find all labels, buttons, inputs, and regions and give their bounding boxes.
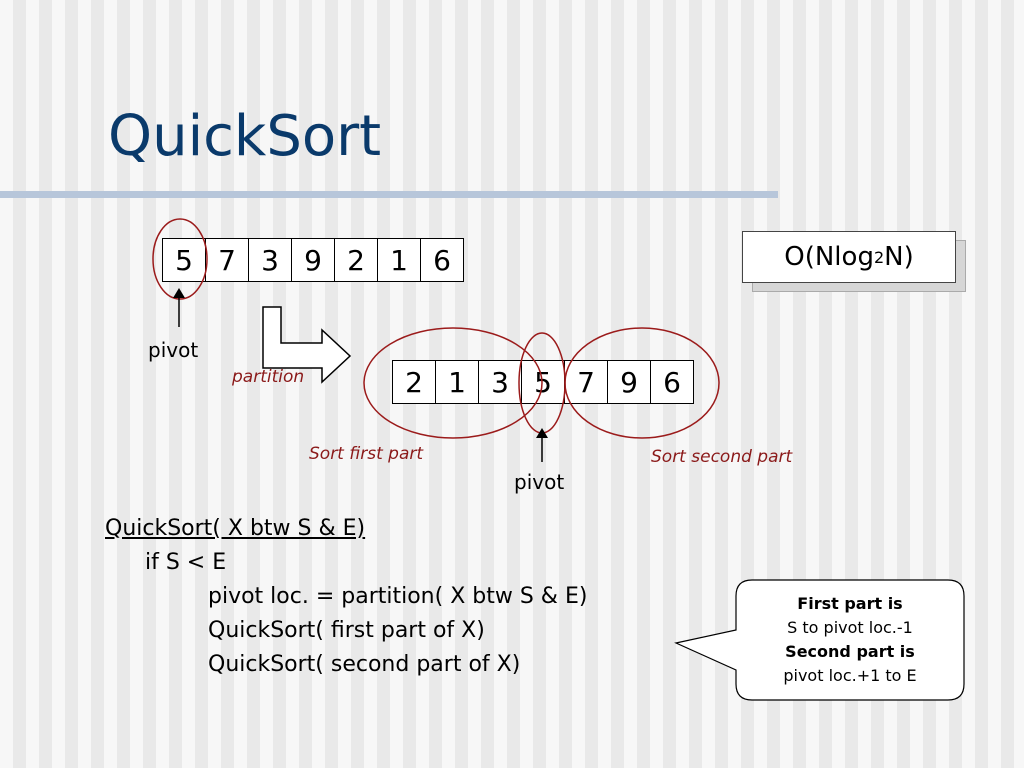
pivot-label-1: pivot [148,338,199,362]
code-line-partition: pivot loc. = partition( X btw S & E) [208,584,588,609]
array-cell: 2 [335,239,378,281]
sort-first-part-label: Sort first part [309,444,424,464]
array-cell: 7 [565,361,608,403]
callout-bubble [674,579,965,701]
slide-title: QuickSort [108,104,382,169]
callout-line-3: Second part is [785,642,915,661]
pivot-arrowhead-2 [536,428,548,438]
partition-label: partition [232,367,305,387]
code-line-recurse-second: QuickSort( second part of X) [208,652,521,677]
array-cell: 2 [393,361,436,403]
callout-line-2: S to pivot loc.-1 [787,618,913,637]
array-cell: 5 [163,239,206,281]
sort-second-part-label: Sort second part [651,447,793,467]
title-divider [0,191,778,198]
array-cell: 1 [378,239,421,281]
code-line-recurse-first: QuickSort( first part of X) [208,618,485,643]
array-cell: 9 [292,239,335,281]
partition-arrow [262,306,352,384]
pivot-arrowhead-1 [173,288,185,298]
complexity-subscript: 2 [873,247,885,267]
array-cell: 6 [663,365,681,399]
pivot-label-2: pivot [514,470,565,494]
pseudocode: QuickSort( X btw S & E) if S < E pivot l… [105,512,587,682]
array-cell: 9 [608,361,651,403]
array-cell: 1 [436,361,479,403]
complexity-suffix: N) [884,242,914,272]
array-cell: 3 [249,239,292,281]
code-line-signature: QuickSort( X btw S & E) [105,516,366,541]
callout-line-4: pivot loc.+1 to E [783,666,917,685]
second-part-circle [564,327,720,439]
array-cell: 3 [479,361,522,403]
complexity-prefix: O(Nlog [784,242,874,272]
pivot-circle-1 [152,218,208,300]
partitioned-array: 2 1 3 5 7 9 6 [392,360,694,404]
first-part-circle [363,327,543,439]
array-cell: 7 [206,239,249,281]
code-line-condition: if S < E [145,550,227,575]
callout-line-1: First part is [797,594,903,613]
callout-text: First part is S to pivot loc.-1 Second p… [736,592,964,688]
array-cell: 6 [433,243,451,277]
original-array: 5 7 3 9 2 1 6 [162,238,464,282]
